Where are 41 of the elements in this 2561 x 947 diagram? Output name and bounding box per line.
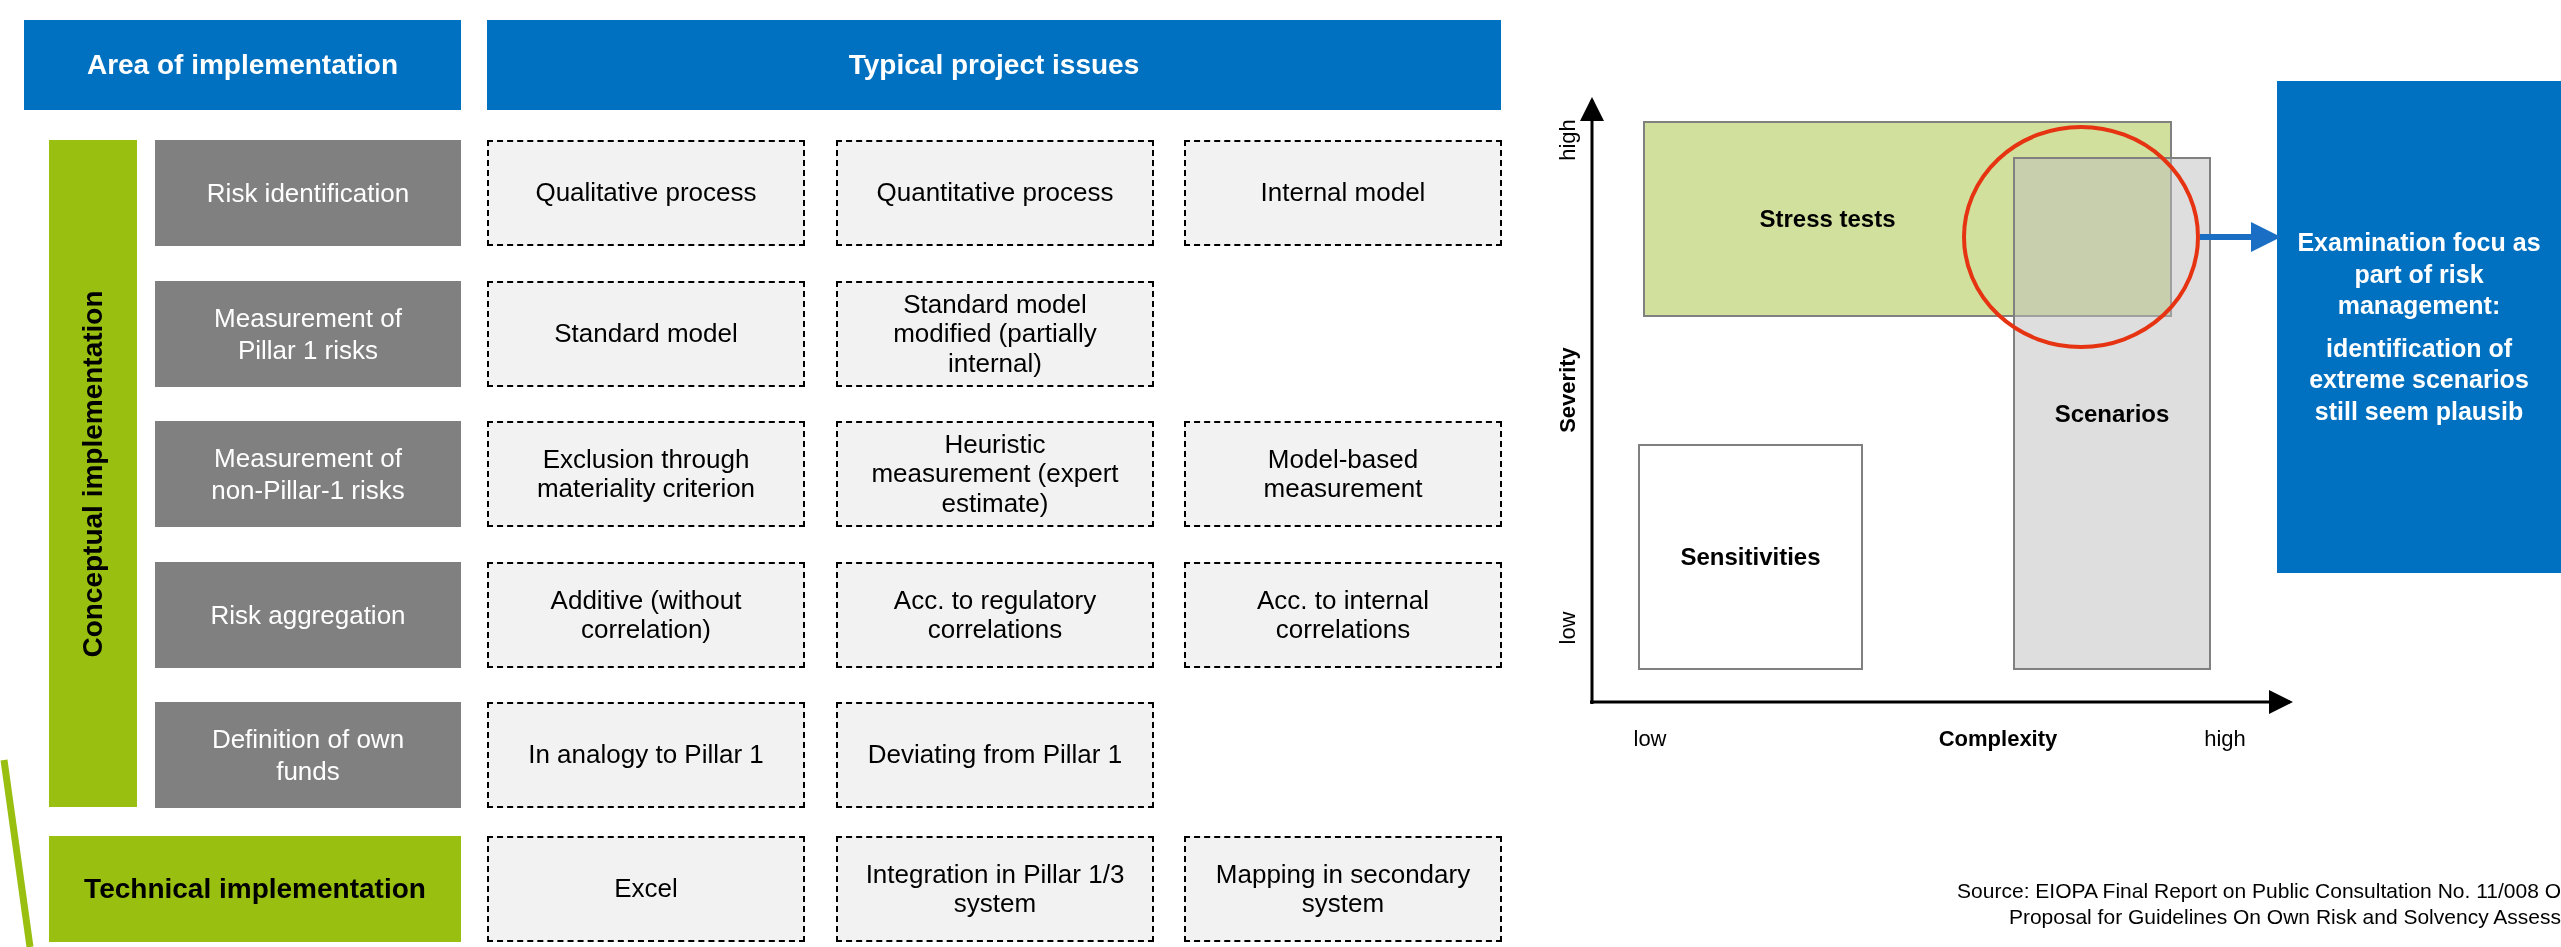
- group-bar: [49, 140, 137, 807]
- axis-label: Severity: [1553, 347, 1581, 433]
- panel-text: Examination focu as part of risk management:: [2296, 227, 2542, 321]
- issue-box: Internal model: [1184, 140, 1502, 246]
- row-header: Definition of own funds: [155, 702, 461, 808]
- issue-box: Acc. to internal correlations: [1184, 562, 1502, 668]
- issue-box: Mapping in secondary system: [1184, 836, 1502, 942]
- row-header: Measurement of Pillar 1 risks: [155, 281, 461, 387]
- issue-box: Standard model: [487, 281, 805, 387]
- issue-box: Qualitative process: [487, 140, 805, 246]
- region-box: Scenarios: [2013, 157, 2211, 670]
- issue-box: Quantitative process: [836, 140, 1154, 246]
- issue-box: Exclusion through materiality criterion: [487, 421, 805, 527]
- issue-box: Excel: [487, 836, 805, 942]
- issue-box: Standard model modified (partially internal): [836, 281, 1154, 387]
- row-header: Measurement of non-Pillar-1 risks: [155, 421, 461, 527]
- issue-box: Deviating from Pillar 1: [836, 702, 1154, 808]
- row-header: Risk identification: [155, 140, 461, 246]
- source-note: Source: EIOPA Final Report on Public Consultation No. 11/008 O Proposal for Guidelines On Own Risk and Solvency Assess: [1956, 878, 2561, 931]
- issue-box: Acc. to regulatory correlations: [836, 562, 1154, 668]
- axis-label: low: [1553, 611, 1581, 645]
- group-bar: Technical implementation: [49, 836, 461, 942]
- region-box: Sensitivities: [1638, 444, 1863, 670]
- issue-box: In analogy to Pillar 1: [487, 702, 805, 808]
- axis-label: low: [1633, 725, 1667, 753]
- highlight-circle: [1962, 125, 2200, 349]
- header-bar: Typical project issues: [487, 20, 1501, 110]
- info-panel: [2277, 81, 2561, 573]
- row-header: Risk aggregation: [155, 562, 461, 668]
- issue-box: Model-based measurement: [1184, 421, 1502, 527]
- issue-box: Additive (without correlation): [487, 562, 805, 668]
- axis-label: high: [1553, 119, 1581, 161]
- vertical-label: Conceptual implementation: [76, 289, 109, 658]
- axis-label: high: [2204, 725, 2246, 753]
- region-box: Stress tests: [1643, 121, 2172, 317]
- panel-text: identification of extreme scenarios still seem plausib: [2308, 333, 2530, 427]
- header-bar: Area of implementation: [24, 20, 461, 110]
- issue-box: Heuristic measurement (expert estimate): [836, 421, 1154, 527]
- arrow: [2200, 222, 2281, 252]
- issue-box: Integration in Pillar 1/3 system: [836, 836, 1154, 942]
- axis-label: Complexity: [1938, 725, 2058, 753]
